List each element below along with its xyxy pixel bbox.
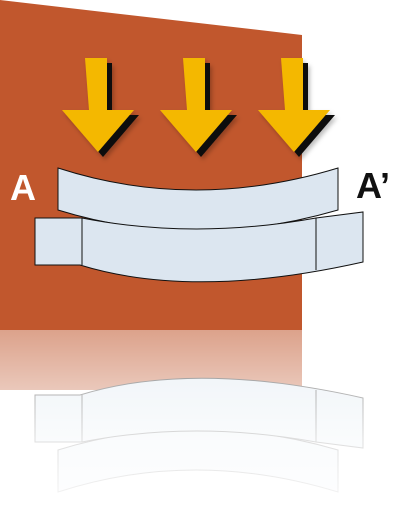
background-panel <box>0 0 302 330</box>
end-label-left: A <box>10 167 36 208</box>
arrow-down-icon <box>258 58 335 157</box>
reflection-fade <box>0 330 411 529</box>
arrow-down-icon <box>62 58 139 157</box>
beam-lower-layer <box>34 211 364 283</box>
load-arrows <box>62 58 335 157</box>
end-label-right: A’ <box>356 165 390 206</box>
arrow-down-icon <box>160 58 237 157</box>
